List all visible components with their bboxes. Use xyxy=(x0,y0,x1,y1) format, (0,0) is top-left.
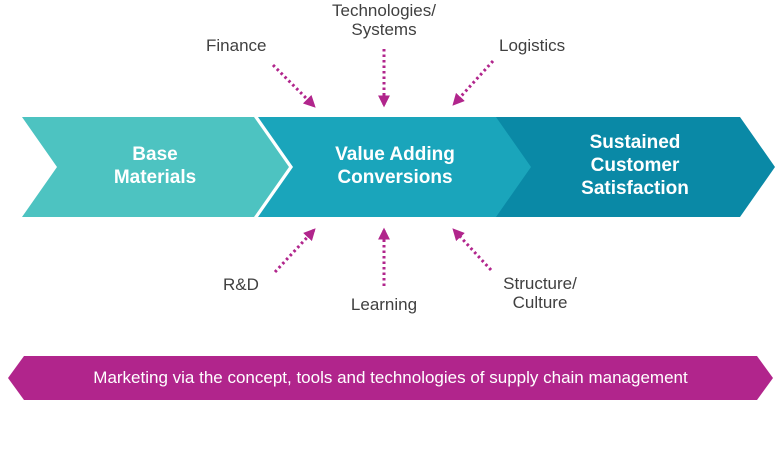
learning-label: Learning xyxy=(350,295,418,314)
chevron-2-line1: Value Adding xyxy=(335,144,455,165)
chevron-value-adding-label: Value Adding Conversions xyxy=(295,143,495,189)
chevron-3-line2: Customer xyxy=(590,155,680,176)
marketing-banner-text: Marketing via the concept, tools and tec… xyxy=(93,368,688,387)
chevron-1-line2: Materials xyxy=(113,167,197,188)
chevron-2-shape xyxy=(258,117,531,217)
structure-culture-label: Structure/ Culture xyxy=(480,274,600,312)
structure-line2: Culture xyxy=(512,293,568,312)
logistics-label: Logistics xyxy=(499,36,566,55)
technologies-line2: Systems xyxy=(351,20,417,39)
chevron-3-line3: Satisfaction xyxy=(581,178,689,199)
chevron-customer-satisfaction-label: Sustained Customer Satisfaction xyxy=(535,131,735,200)
logistics-arrow xyxy=(452,59,495,106)
technologies-systems-label: Technologies/ Systems xyxy=(314,1,454,39)
structure-arrow xyxy=(452,228,493,272)
chevron-2-line2: Conversions xyxy=(337,167,453,188)
marketing-banner-shape xyxy=(8,356,773,400)
structure-line1: Structure/ xyxy=(503,274,577,293)
finance-arrow xyxy=(271,63,316,108)
finance-label: Finance xyxy=(206,36,267,55)
chevron-3-line1: Sustained xyxy=(589,132,681,153)
technologies-line1: Technologies/ xyxy=(332,1,436,20)
rnd-arrow xyxy=(273,228,316,274)
chevron-3-shape xyxy=(495,117,775,217)
rnd-label: R&D xyxy=(223,275,259,294)
chevron-1-shape xyxy=(22,117,289,217)
chevron-base-materials-label: Base Materials xyxy=(55,143,255,189)
chevron-1-line1: Base xyxy=(132,144,178,165)
